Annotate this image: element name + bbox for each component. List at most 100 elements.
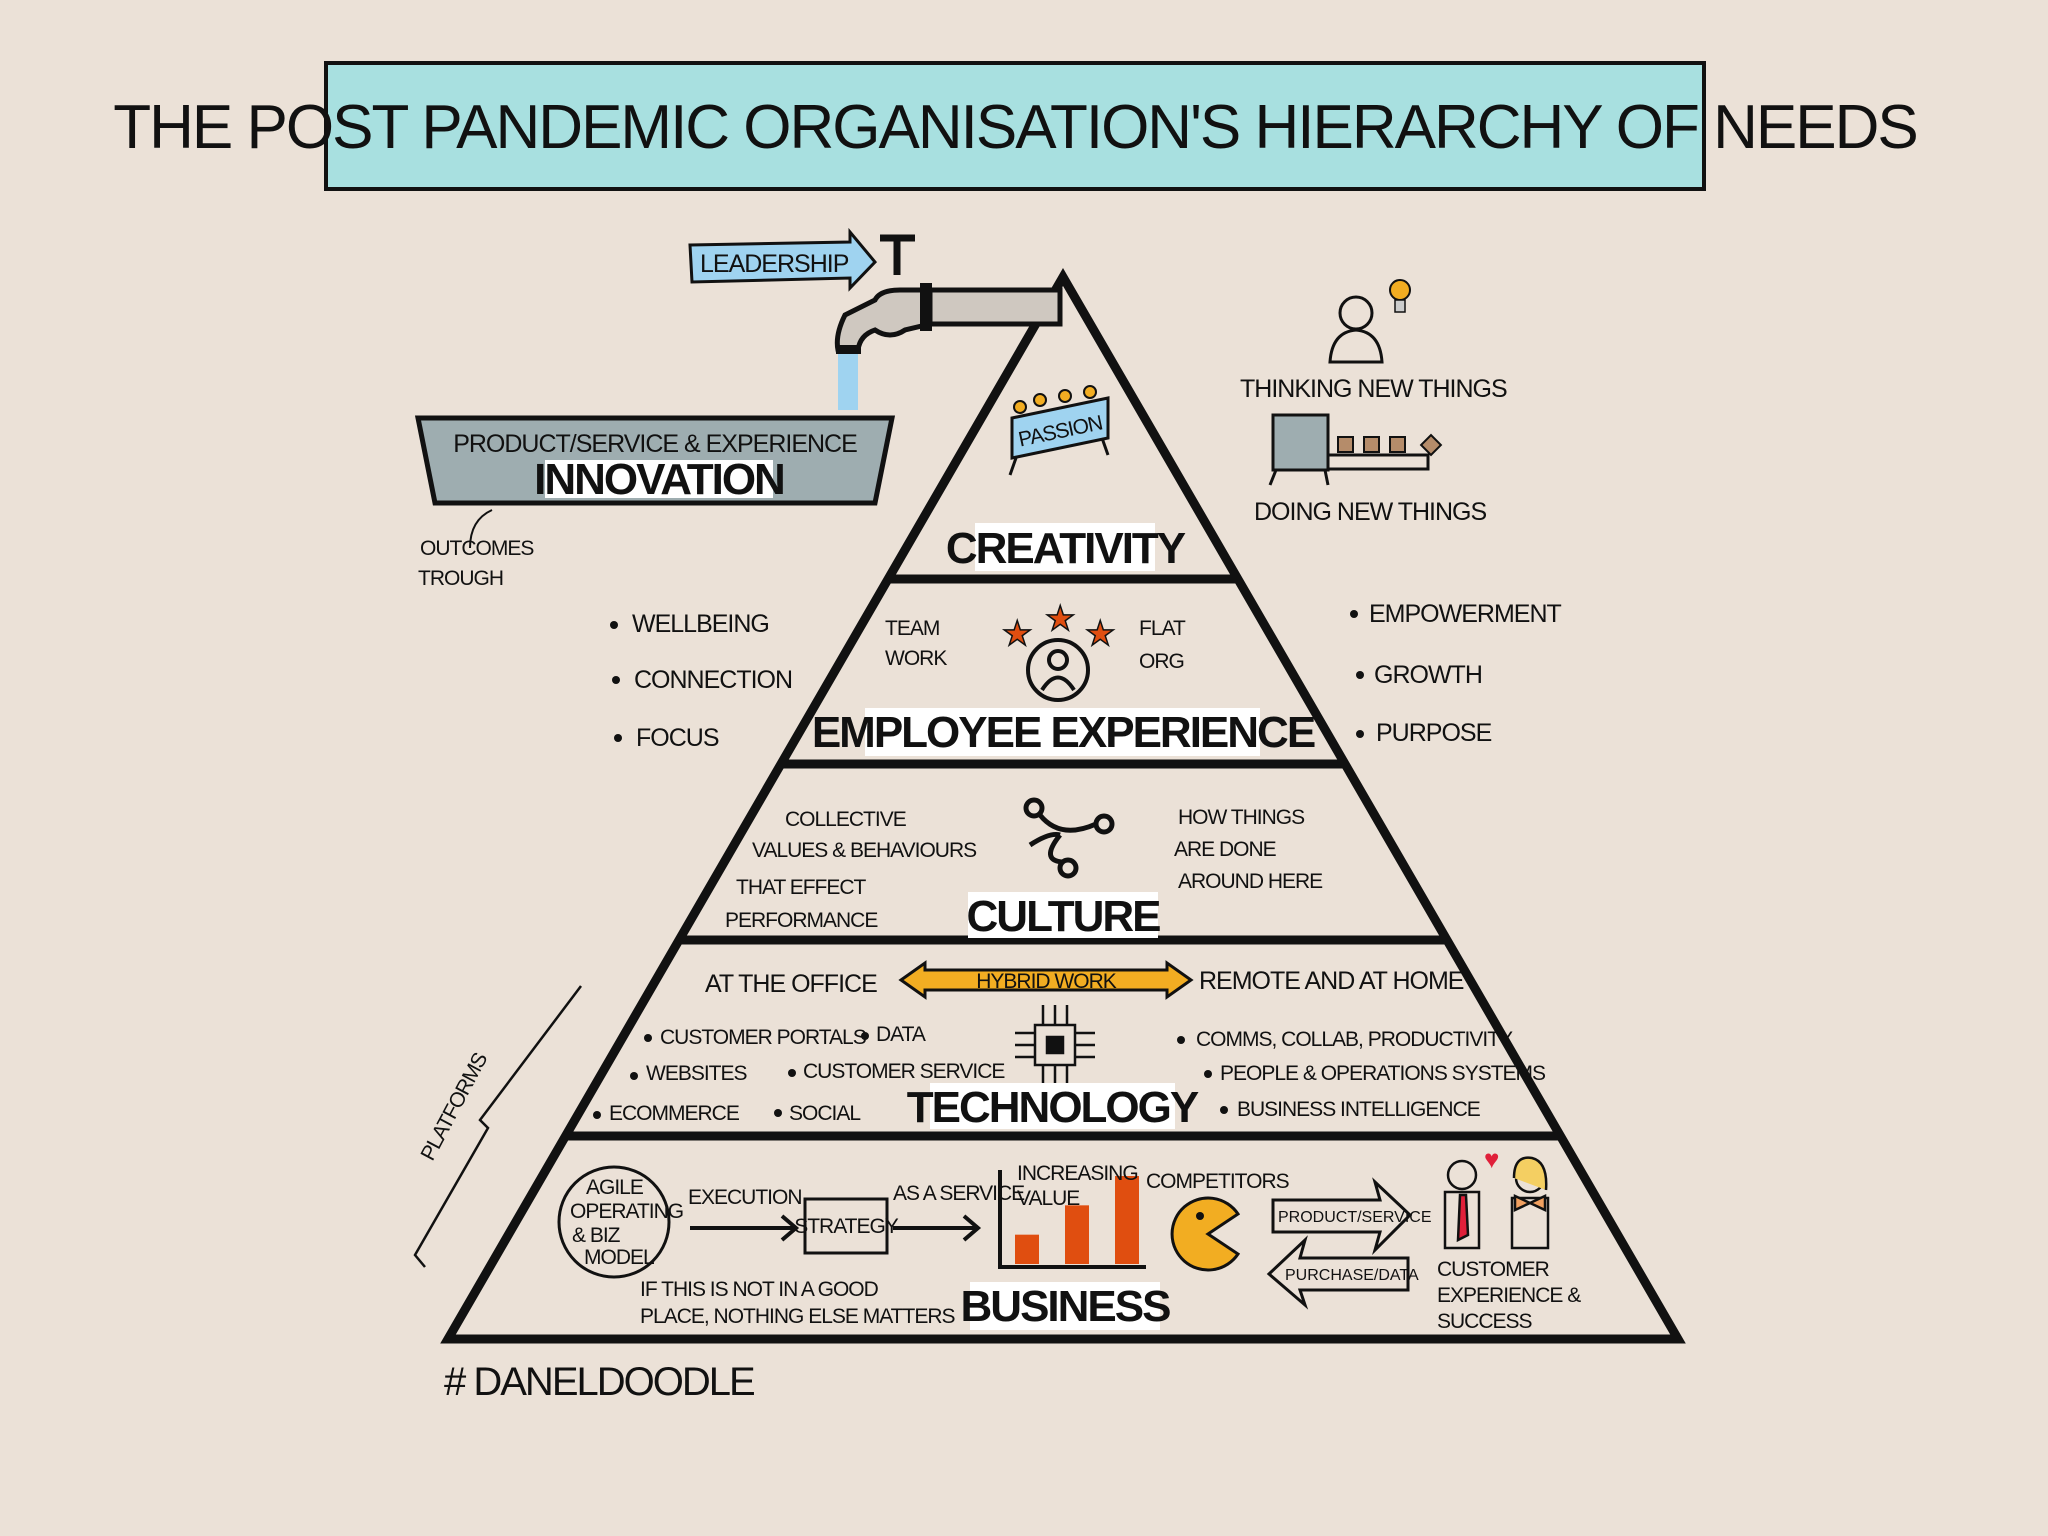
- agile-text: Model: [584, 1246, 654, 1269]
- pacman-eye: [1196, 1212, 1204, 1220]
- competitors-label: Competitors: [1146, 1170, 1290, 1193]
- outcomes-arrow-icon: [469, 509, 493, 549]
- value-bar: [1115, 1176, 1139, 1264]
- list-item: Customer service: [803, 1060, 1005, 1083]
- arrow-right-icon: [690, 1214, 800, 1242]
- org-label: Org: [1139, 650, 1184, 673]
- list-item: People & Operations systems: [1220, 1062, 1546, 1085]
- label-bg: [930, 1083, 1175, 1129]
- tier-label-technology: Technology: [907, 1083, 1199, 1132]
- customer-text: Success: [1437, 1310, 1533, 1333]
- list-item: Empowerment: [1369, 600, 1562, 628]
- leadership-label: Leadership: [700, 250, 849, 278]
- product-service-label: Product/Service: [1278, 1209, 1432, 1226]
- thinking-label: Thinking new things: [1240, 375, 1507, 403]
- tech-right-list: Comms, Collab, Productivity People & Ope…: [1177, 1028, 1547, 1121]
- label-bg: [968, 892, 1158, 938]
- hybrid-work-arrow: Hybrid work: [898, 960, 1194, 1000]
- employee-left-list: Wellbeing Connection Focus: [610, 610, 793, 752]
- list-item: Business intelligence: [1237, 1098, 1481, 1121]
- culture-text: Collective: [785, 808, 907, 831]
- page-title: The Post Pandemic Organisation's Hierarc…: [113, 93, 1916, 162]
- work-label: Work: [885, 647, 947, 670]
- outcomes-label: Outcomes: [420, 537, 534, 560]
- title-banner: The Post Pandemic Organisation's Hierarc…: [113, 61, 1919, 191]
- tier-label-creativity: Creativity: [946, 524, 1186, 573]
- value-bar: [1065, 1205, 1089, 1264]
- culture-text: That effect: [736, 876, 867, 899]
- person-icon: [1328, 295, 1384, 364]
- connected-nodes-icon: [1023, 797, 1115, 879]
- innovation-trough: Product/Service & Experience Innovation: [414, 415, 896, 506]
- execution-label: Execution: [688, 1186, 802, 1209]
- svg-text:★: ★: [1002, 615, 1032, 653]
- tier-label-business: Business: [961, 1282, 1171, 1331]
- purchase-data-label: Purchase/Data: [1285, 1267, 1419, 1284]
- tech-left-list: Customer portals Data Websites Customer …: [593, 1023, 1006, 1125]
- tier-label-culture: Culture: [967, 892, 1161, 941]
- label-bg: [865, 708, 1260, 756]
- pyramid: [440, 268, 1686, 1344]
- office-label: At the office: [705, 970, 877, 998]
- chip-icon: [1015, 1005, 1095, 1085]
- list-item: Connection: [634, 666, 792, 694]
- strategy-label: Strategy: [794, 1215, 899, 1238]
- culture-text: Performance: [725, 909, 878, 932]
- leadership-arrow: Leadership: [688, 227, 878, 292]
- label-bg: [970, 1282, 1160, 1330]
- arrow-right-icon: [893, 1214, 982, 1242]
- agile-text: Operating: [570, 1200, 683, 1223]
- list-item: Focus: [636, 724, 719, 752]
- list-item: Growth: [1374, 661, 1482, 689]
- pacman-icon: [1170, 1196, 1241, 1272]
- trough-label: Product/Service & Experience: [453, 430, 857, 458]
- list-item: Social: [789, 1102, 860, 1125]
- svg-text:♥: ♥: [1484, 1144, 1499, 1174]
- list-item: Data: [876, 1023, 926, 1046]
- svg-text:★: ★: [1045, 600, 1075, 638]
- list-item: Ecommerce: [609, 1102, 740, 1125]
- team-label: Team: [885, 617, 939, 640]
- agile-text: Agile: [586, 1176, 644, 1199]
- water-stream: [838, 354, 858, 410]
- culture-text: How things: [1178, 806, 1305, 829]
- remote-label: Remote and at home: [1199, 967, 1464, 995]
- flat-label: Flat: [1139, 617, 1186, 640]
- as-a-service-label: As a service: [893, 1182, 1025, 1205]
- customer-text: Experience &: [1437, 1284, 1581, 1307]
- business-note: place, nothing else matters: [640, 1305, 955, 1328]
- culture-text: around here: [1178, 870, 1323, 893]
- purchase-data-arrow: Purchase/Data: [1266, 1235, 1419, 1310]
- passion-banner: Passion: [1008, 385, 1110, 476]
- signature: # Daneldoodle: [444, 1360, 754, 1404]
- product-service-arrow: Product/Service: [1271, 1177, 1432, 1256]
- employee-right-list: Empowerment Growth Purpose: [1350, 600, 1563, 747]
- tier-label-employee-experience: Employee Experience: [812, 708, 1315, 757]
- trough-caption: Trough: [418, 567, 503, 590]
- culture-text: are done: [1174, 838, 1277, 861]
- customer-text: Customer: [1437, 1258, 1550, 1281]
- list-item: Purpose: [1376, 719, 1492, 747]
- agile-text: & Biz: [572, 1224, 621, 1247]
- platforms-bracket: [413, 985, 582, 1268]
- employee-avatar-icon: [1026, 638, 1090, 702]
- agile-cycle-icon: Agile Operating & Biz Model: [557, 1165, 684, 1279]
- value-bar: [1015, 1234, 1039, 1264]
- strategy-box: [803, 1197, 889, 1255]
- business-note: If this is not in a good: [640, 1278, 879, 1301]
- platforms-label: Platforms: [416, 1049, 492, 1165]
- value-label: Value: [1017, 1187, 1080, 1210]
- increasing-label: Increasing: [1017, 1162, 1138, 1185]
- customers-icon: ♥: [1443, 1144, 1550, 1250]
- list-item: Websites: [646, 1062, 748, 1085]
- innovation-label: Innovation: [534, 455, 784, 504]
- list-item: Customer portals: [660, 1026, 867, 1049]
- label-bg: [975, 523, 1155, 571]
- lightbulb-icon: [1389, 279, 1411, 313]
- hybrid-label: Hybrid work: [976, 970, 1117, 993]
- stars-icon: ★ ★ ★: [1001, 599, 1116, 654]
- value-chart: [998, 1170, 1146, 1269]
- list-item: Wellbeing: [632, 610, 769, 638]
- conveyor-icon: [1268, 413, 1443, 486]
